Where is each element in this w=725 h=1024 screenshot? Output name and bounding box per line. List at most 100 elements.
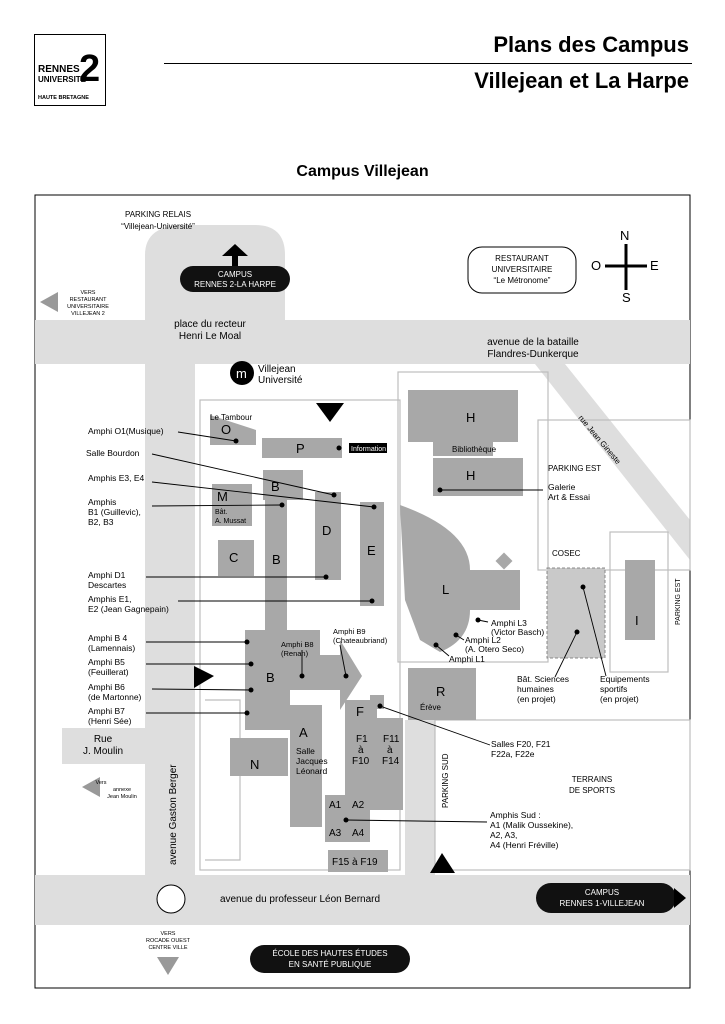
amphi-d1-label2: Descartes [88, 580, 126, 590]
entrance-down-icon [316, 403, 344, 422]
road-parking-sud [405, 720, 435, 875]
rue-moulin-1: Rue [94, 734, 113, 745]
building-D [315, 492, 341, 580]
label-A3: A3 [329, 828, 342, 839]
page-title-line1: Plans des Campus [493, 32, 689, 57]
building-B-spine [265, 500, 287, 630]
pill-ecole[interactable] [250, 945, 410, 973]
compass-icon: N S E O [591, 228, 659, 305]
logo-line1: RENNES [38, 64, 80, 75]
amphi-b4-label2: (Lamennais) [88, 643, 135, 653]
bat-sciences-label1: Bât. Sciences [517, 674, 569, 684]
avenue-bataille-1: avenue de la bataille [487, 337, 579, 348]
letter-N: N [250, 757, 259, 772]
f1-line2: à [358, 745, 364, 756]
f1-line1: F1 [356, 734, 368, 745]
bat-sciences-label3: (en projet) [517, 694, 556, 704]
amphi-b7-label2: (Henri Sée) [88, 716, 132, 726]
building-O [210, 415, 256, 445]
vers-annexe-2: annexe [113, 787, 131, 793]
letter-D: D [322, 523, 331, 538]
bat-sciences-label2: humaines [517, 684, 554, 694]
ereve-label: Érève [420, 703, 441, 712]
label-A1: A1 [329, 800, 342, 811]
amphi-l2-label2: (A. Otero Seco) [465, 644, 524, 654]
label-F15: F15 à F19 [332, 857, 378, 868]
vers-resto-3: UNIVERSITAIRE [67, 304, 109, 310]
road-avenue-bataille [35, 320, 690, 364]
building-H1 [408, 390, 518, 442]
amphi-b4-label1: Amphi B 4 [88, 633, 127, 643]
equip-label2: sportifs [600, 684, 627, 694]
vers-resto-2: RESTAURANT [70, 297, 108, 303]
building-sublabels: F1 à F10 F11 à F14 A1 A2 A3 A4 F15 à F19 [329, 734, 400, 868]
building-B-main [245, 630, 362, 730]
amphi-b8-label1: Amphi B8 [281, 640, 314, 649]
letter-B-top: B [271, 479, 280, 494]
label-A4: A4 [352, 828, 365, 839]
map-frame [34, 194, 691, 989]
le-tambour-label: Le Tambour [210, 413, 252, 422]
letter-L: L [442, 582, 449, 597]
road-rue-gineste [535, 364, 690, 560]
amphi-o1-label: Amphi O1(Musique) [88, 426, 164, 436]
pill-villejean-line2: RENNES 1-VILLEJEAN [560, 899, 645, 908]
f11-line3: F14 [382, 756, 400, 767]
amphi-b9-label2: (Chateaubriand) [333, 636, 388, 645]
building-F11 [377, 718, 403, 810]
f11-line1: F11 [383, 734, 400, 745]
equip-label3: (en projet) [600, 694, 639, 704]
building-A [290, 705, 322, 827]
svg-text:O: O [591, 258, 601, 273]
pill-campus-villejean[interactable] [536, 883, 676, 913]
logo-line2: UNIVERSITÉ [38, 75, 87, 84]
building-sciences-humaines [546, 567, 606, 659]
bat-mussat-1: Bât. [215, 509, 228, 516]
vers-annexe-3: Jean Moulin [107, 794, 137, 800]
metro-line1: Villejean [258, 364, 296, 375]
amphi-b9-label1: Amphi B9 [333, 627, 366, 636]
parking-est-label: PARKING EST [548, 464, 601, 473]
amphi-l2-label1: Amphi L2 [465, 635, 501, 645]
building-P [262, 438, 342, 458]
letter-P: P [296, 441, 305, 456]
salle-leonard-label3: Léonard [296, 766, 327, 776]
arrow-right-icon [674, 888, 686, 908]
arrow-left-resto-icon [40, 292, 58, 312]
map-title: Campus Villejean [296, 163, 429, 180]
amphi-b6-label2: (de Martonne) [88, 692, 142, 702]
letter-I: I [635, 613, 639, 628]
pill-harpe-line1: CAMPUS [218, 270, 252, 279]
vers-resto-4: VILLEJEAN 2 [71, 311, 105, 317]
logo-line3: HAUTE BRETAGNE [38, 95, 89, 101]
avenue-bataille-2: Flandres-Dunkerque [487, 349, 579, 360]
salle-leonard-label1: Salle [296, 746, 315, 756]
pill-ecole-line1: ÉCOLE DES HAUTES ÉTUDES [272, 949, 387, 958]
amphis-e1-label2: E2 (Jean Gagnepain) [88, 604, 169, 614]
information-label: Information [351, 446, 386, 453]
restaurant-box [467, 246, 577, 294]
pill-campus-harpe[interactable] [180, 266, 290, 292]
entrance-right-icon [194, 666, 214, 688]
cosec-label: COSEC [552, 549, 581, 558]
entrance-up-icon [430, 853, 455, 873]
salles-f20-label1: Salles F20, F21 [491, 739, 551, 749]
avenue-bernard: avenue du professeur Léon Bernard [220, 894, 380, 905]
amphis-b1-label2: B1 (Guillevic), [88, 507, 141, 517]
building-I [625, 560, 655, 640]
letter-O: O [221, 422, 231, 437]
roundabout-icon [156, 884, 186, 914]
building-L-small [495, 552, 513, 570]
building-N [230, 738, 288, 776]
avenue-berger: avenue Gaston Berger [168, 764, 179, 865]
amphis-sud-label4: A4 (Henri Fréville) [490, 840, 559, 850]
amphi-d1-label1: Amphi D1 [88, 570, 126, 580]
amphi-b8-label2: (Renan) [281, 649, 309, 658]
letter-M: M [217, 489, 228, 504]
amphis-e1-label1: Amphis E1, [88, 594, 131, 604]
road-rue-moulin [62, 728, 145, 764]
information-box [349, 443, 387, 453]
amphi-l3-label1: Amphi L3 [491, 618, 527, 628]
building-H-link [433, 442, 493, 456]
